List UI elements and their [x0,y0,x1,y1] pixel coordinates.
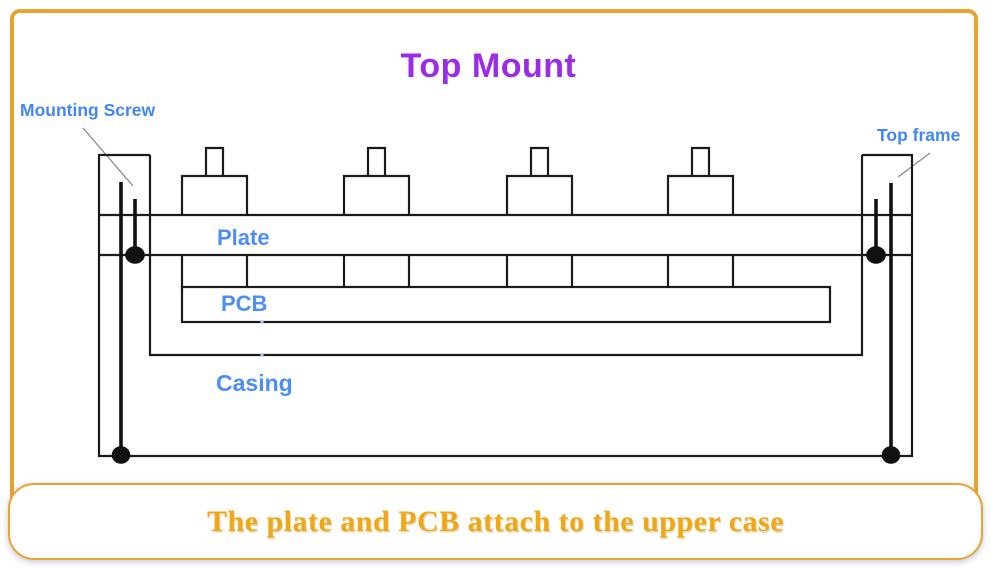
top-frame-label: Top frame [877,125,961,145]
switch-1 [180,146,249,287]
switch-3 [505,146,574,287]
casing-outer-profile [97,153,914,458]
caption-banner: The plate and PCB attach to the upper ca… [8,483,983,560]
screw-left-short [125,199,145,264]
leader-lines [82,127,931,187]
pcb-label: PCB [221,291,268,316]
mounting-screws [111,182,901,464]
pcb-outline [180,285,832,324]
screw-right-short [866,199,886,264]
mounting-screw-leader-line [82,127,134,187]
mounting-screw-label: Mounting Screw [20,100,156,120]
top-frame-leader-line [897,152,931,178]
switch-4 [666,146,735,287]
plate-label: Plate [217,225,270,250]
plate-outline [99,213,912,257]
screw-left-long [111,182,131,464]
caption-text: The plate and PCB attach to the upper ca… [206,504,785,538]
casing-label: Casing [216,370,293,396]
screw-right-long [881,183,901,464]
connector-dots [260,320,264,357]
diagram-title: Top Mount [400,47,577,85]
switches [180,146,735,287]
switch-2 [342,146,411,287]
